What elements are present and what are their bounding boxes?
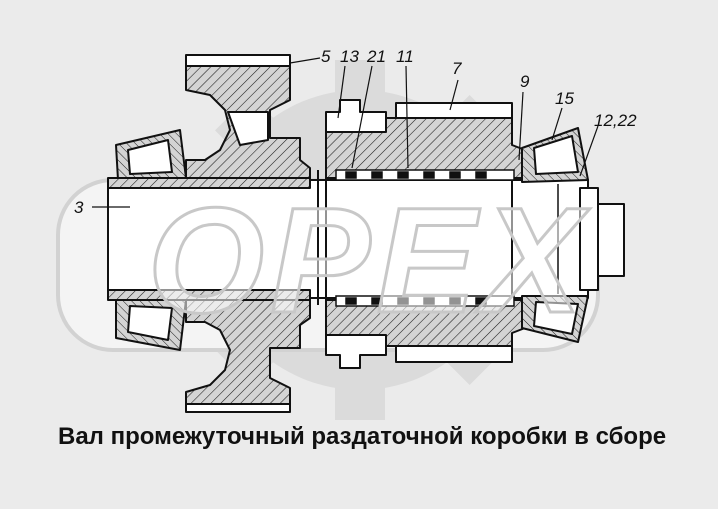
callout-15: 15 bbox=[555, 89, 574, 108]
gear-7 bbox=[325, 99, 526, 369]
callout-11: 11 bbox=[396, 47, 414, 66]
figure-caption: Вал промежуточный раздаточной коробки в … bbox=[58, 423, 667, 450]
callout-5: 5 bbox=[321, 47, 331, 66]
callout-12-22: 12,22 bbox=[594, 111, 637, 130]
callout-13: 13 bbox=[340, 47, 359, 66]
watermark-text: OPEX bbox=[148, 176, 591, 344]
gear-5 bbox=[185, 54, 311, 413]
needle-bearing-11 bbox=[335, 169, 515, 307]
right-bearing-15 bbox=[521, 127, 589, 343]
left-bearing bbox=[115, 129, 187, 351]
callout-3: 3 bbox=[74, 198, 84, 217]
callout-7: 7 bbox=[452, 59, 462, 78]
leader-lines bbox=[92, 57, 599, 208]
callout-9: 9 bbox=[520, 72, 530, 91]
callout-21: 21 bbox=[367, 47, 386, 66]
